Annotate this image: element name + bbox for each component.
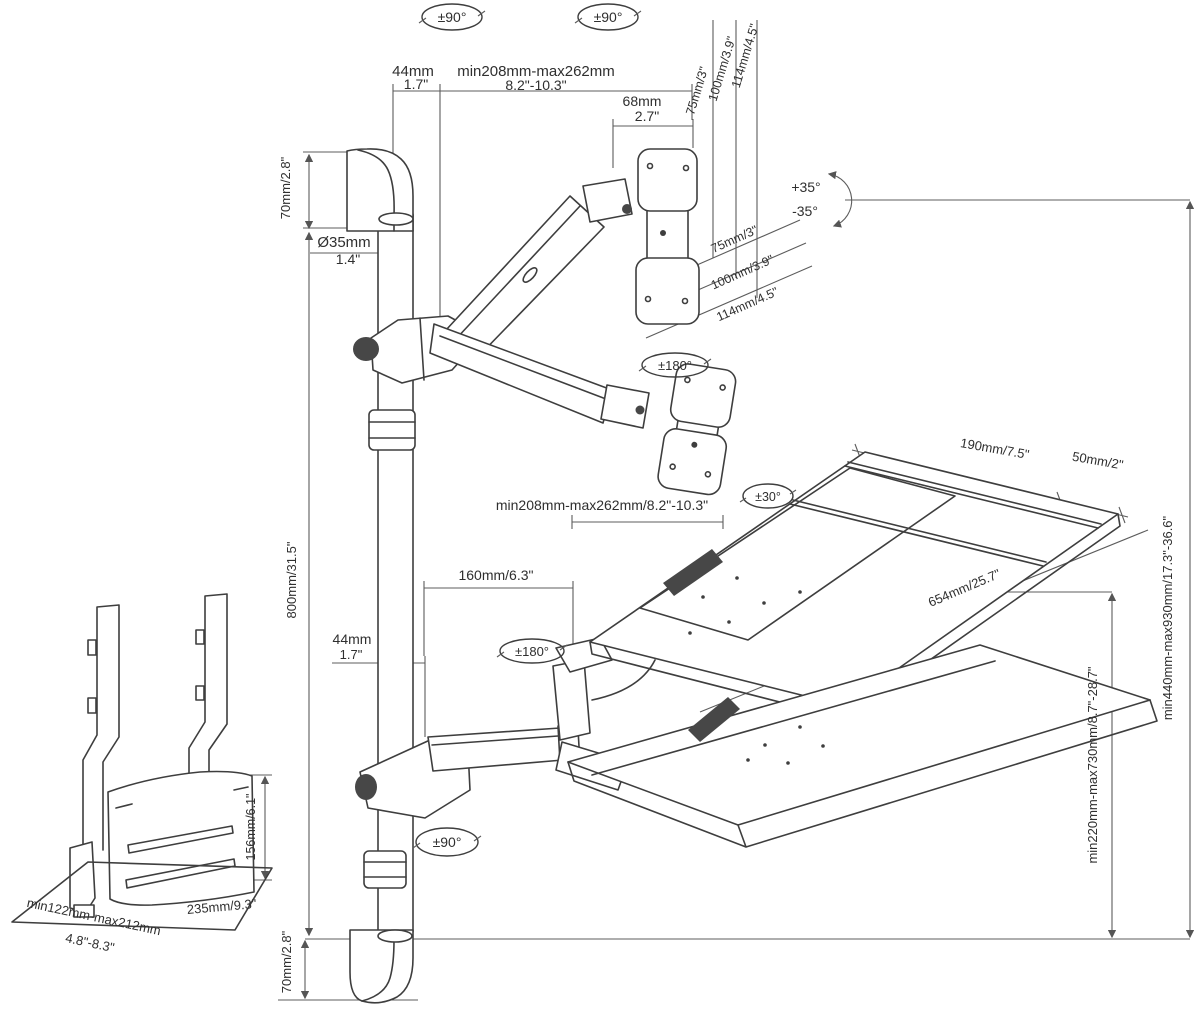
pole-ring-collar-upper (368, 409, 416, 451)
rotation-label-tray-swivel: ±180° (515, 644, 549, 659)
dim-cpu-base-depth: 235mm/9.3" (186, 896, 257, 917)
work-surface (589, 451, 1121, 720)
bottom-wall-bracket (349, 929, 414, 1004)
dim-pole-length: 800mm/31.5" (284, 541, 299, 618)
rotation-indicator-tray-swivel: ±180° (496, 638, 568, 664)
dim-mid-offset-inch: 1.7" (340, 647, 363, 662)
dim-vesa-offset-inch: 2.7" (635, 108, 659, 124)
dim-tray-back-ext: 50mm/2" (1071, 449, 1125, 473)
dim-top-reach-inch: 8.2"-10.3" (505, 77, 566, 93)
dimension-labels: 44mm 1.7" min208mm-max262mm 8.2"-10.3" 6… (26, 22, 1175, 993)
dim-bracket-bottom: 70mm/2.8" (279, 930, 294, 993)
rotation-label-monitor-swivel: ±180° (658, 358, 692, 373)
tilt-label-up: +35° (791, 179, 820, 195)
dim-tray-reach: min208mm-max262mm/8.2"-10.3" (496, 497, 708, 513)
rotation-indicator-bottom: ±90° (412, 827, 482, 857)
gas-spring-arm-upper (353, 178, 633, 384)
monitor-vesa-plate-upper (635, 148, 700, 325)
rotation-indicator-tray-tilt: ±30° (739, 483, 797, 509)
dim-cpu-height: 156mm/6.1" (244, 794, 258, 861)
cpu-holder (69, 593, 255, 918)
dim-tray-arm: 160mm/6.3" (458, 567, 533, 583)
dim-vesa-offset-mm: 68mm (623, 93, 662, 109)
dim-top-offset-inch: 1.7" (404, 76, 428, 92)
wall-pole (377, 208, 414, 933)
pole-ring-collar-lower (363, 850, 407, 889)
rotation-label-top-right: ±90° (594, 9, 623, 25)
rotation-label-tray-tilt: ±30° (755, 490, 781, 504)
top-wall-bracket (346, 148, 414, 232)
dim-vesa-75-mid: 75mm/3" (709, 223, 760, 256)
keyboard-tray (567, 644, 1158, 848)
rotation-label-bottom: ±90° (433, 834, 462, 850)
dim-pole-diameter-mm: Ø35mm (317, 234, 370, 251)
dim-mid-offset-mm: 44mm (333, 631, 372, 647)
rotation-indicator-monitor-swivel: ±180° (638, 352, 712, 378)
rotation-label-top-left: ±90° (438, 9, 467, 25)
rotation-indicator-top-left: ±90° (418, 3, 486, 31)
tilt-label-down: -35° (792, 203, 818, 219)
dim-monitor-height-range: min440mm-max930mm/17.3"-36.6" (1160, 515, 1175, 720)
dim-cpu-width-inch: 4.8"-8.3" (64, 930, 116, 955)
gas-spring-arm-lower (429, 323, 650, 429)
rotation-indicator-top-right: ±90° (574, 3, 642, 31)
dim-pole-diameter-inch: 1.4" (336, 251, 360, 267)
dim-tray-back-width: 190mm/7.5" (959, 435, 1031, 462)
dim-tray-height-range: min220mm-max730mm/8.7"-28.7" (1085, 666, 1100, 863)
monitor-vesa-plate-lower (657, 363, 737, 496)
dim-top-reach-mm: min208mm-max262mm (457, 63, 615, 80)
cpu-ground-plane (11, 861, 273, 931)
dim-top-offset-mm: 44mm (392, 63, 434, 80)
dim-bracket-top: 70mm/2.8" (278, 156, 293, 219)
